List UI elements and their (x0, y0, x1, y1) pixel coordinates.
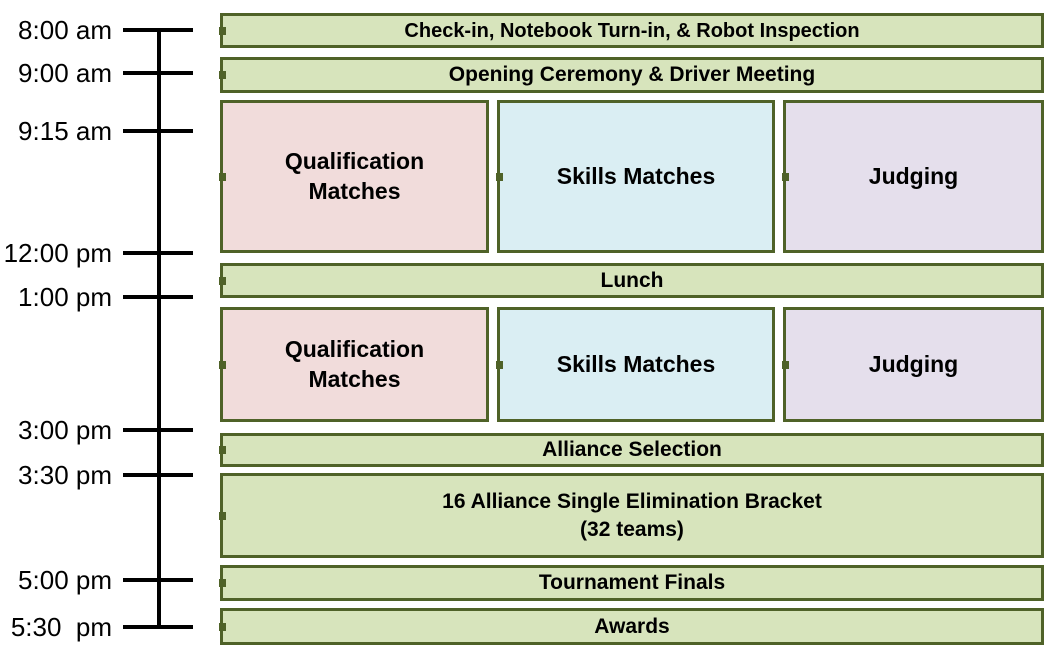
event-judging-am-block: Judging (783, 100, 1044, 253)
event-opening-ceremony-bar: Opening Ceremony & Driver Meeting (220, 57, 1044, 93)
timeline-tick (123, 129, 193, 133)
timeline-tick (123, 295, 193, 299)
time-label-8-00am: 8:00 am (18, 15, 112, 45)
event-awards-bar: Awards (220, 608, 1044, 645)
event-opening-ceremony-label: Opening Ceremony & Driver Meeting (448, 63, 816, 87)
time-label-3-00pm: 3:00 pm (18, 415, 112, 445)
time-label-12-00pm: 12:00 pm (3, 238, 112, 268)
time-label-1-00pm: 1:00 pm (18, 282, 112, 312)
event-tournament-finals-label: Tournament Finals (538, 571, 726, 595)
time-label-9-00am: 9:00 am (18, 58, 112, 88)
event-elimination-bracket-label-line2: (32 teams) (580, 517, 684, 541)
event-elimination-bracket-label-line1: 16 Alliance Single Elimination Bracket (442, 490, 822, 514)
event-skills-matches-pm-block: Skills Matches (497, 307, 775, 422)
time-label-9-15am: 9:15 am (18, 116, 112, 146)
event-checkin-bar: Check-in, Notebook Turn-in, & Robot Insp… (220, 13, 1044, 48)
event-judging-am-label: Judging (868, 162, 959, 189)
event-elimination-bracket-bar: 16 Alliance Single Elimination Bracket (… (220, 473, 1044, 558)
time-label-3-30pm: 3:30 pm (18, 460, 112, 490)
event-qualification-matches-pm-block: Qualification Matches (220, 307, 489, 422)
timeline-tick (123, 428, 193, 432)
event-tournament-finals-bar: Tournament Finals (220, 565, 1044, 601)
timeline-tick (123, 71, 193, 75)
event-skills-matches-am-label: Skills Matches (556, 162, 716, 189)
event-lunch-label: Lunch (600, 268, 664, 292)
time-label-5-30pm: 5:30 pm (10, 612, 112, 642)
timeline-tick (123, 473, 193, 477)
event-alliance-selection-bar: Alliance Selection (220, 433, 1044, 467)
event-checkin-label: Check-in, Notebook Turn-in, & Robot Insp… (404, 19, 860, 42)
time-label-5-00pm: 5:00 pm (18, 565, 112, 595)
event-judging-pm-label: Judging (868, 350, 959, 377)
event-skills-matches-pm-label: Skills Matches (556, 350, 716, 377)
event-alliance-selection-label: Alliance Selection (542, 438, 722, 462)
timeline-tick (123, 28, 193, 32)
event-qualification-matches-pm-label: Qualification Matches (284, 335, 425, 392)
timeline-tick (123, 578, 193, 582)
event-skills-matches-am-block: Skills Matches (497, 100, 775, 253)
timeline-tick (123, 625, 193, 629)
event-judging-pm-block: Judging (783, 307, 1044, 422)
timeline-axis (157, 28, 161, 629)
event-qualification-matches-am-label: Qualification Matches (284, 147, 425, 204)
event-awards-label: Awards (594, 614, 670, 638)
event-qualification-matches-am-block: Qualification Matches (220, 100, 489, 253)
timeline-tick (123, 251, 193, 255)
event-lunch-bar: Lunch (220, 263, 1044, 298)
